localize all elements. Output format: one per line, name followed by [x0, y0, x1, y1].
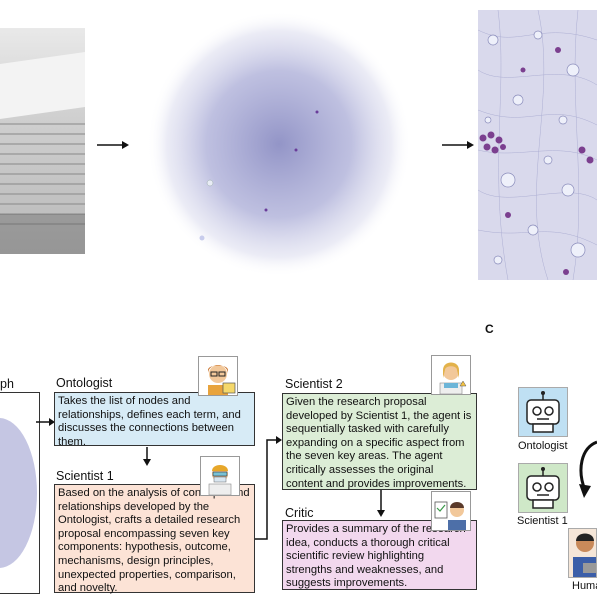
arrow-graph-to-ontologist — [36, 414, 56, 432]
ontologist-avatar-icon — [198, 356, 238, 396]
knowledge-graph-icon — [146, 10, 412, 278]
scientist2-title: Scientist 2 — [285, 377, 343, 391]
paper-stack-photo — [0, 28, 85, 254]
arrow-to-graph — [96, 139, 130, 151]
scientist2-avatar-icon — [431, 355, 471, 395]
critic-title: Critic — [285, 506, 314, 520]
arrow-scientist1-to-scientist2 — [255, 435, 283, 546]
human-icon — [568, 528, 597, 578]
scientist1-text: Based on the analysis of concepts and re… — [58, 487, 250, 595]
cycle-arrow-icon — [575, 440, 597, 515]
right-scientist1-label: Scientist 1 — [517, 515, 568, 527]
scientist1-box: Based on the analysis of concepts and re… — [54, 484, 255, 595]
scientist1-avatar-icon — [200, 456, 240, 496]
graph-zoom-icon — [478, 10, 597, 280]
left-partial-label: ph — [0, 377, 14, 391]
ontologist-box: Takes the list of nodes and relationship… — [54, 392, 255, 448]
panel-label-c: C — [485, 322, 494, 336]
arrow-ontologist-to-scientist1 — [142, 447, 152, 472]
arrow-scientist2-to-critic — [376, 490, 386, 523]
scientist1-title: Scientist 1 — [56, 469, 114, 483]
critic-box: Provides a summary of the research idea,… — [282, 520, 477, 590]
robot-green-icon — [518, 463, 568, 513]
scientist2-text: Given the research proposal developed by… — [286, 396, 472, 490]
robot-blue-icon — [518, 387, 568, 437]
arrow-to-zoom — [441, 139, 475, 151]
scientist2-box: Given the research proposal developed by… — [282, 393, 477, 490]
critic-avatar-icon — [431, 491, 471, 531]
critic-text: Provides a summary of the research idea,… — [286, 523, 466, 590]
left-graph-box — [0, 392, 40, 594]
ontologist-text: Takes the list of nodes and relationship… — [58, 395, 241, 448]
ontologist-title: Ontologist — [56, 376, 113, 390]
right-ontologist-label: Ontologist — [518, 440, 568, 452]
right-human-label: Huma — [572, 580, 597, 592]
